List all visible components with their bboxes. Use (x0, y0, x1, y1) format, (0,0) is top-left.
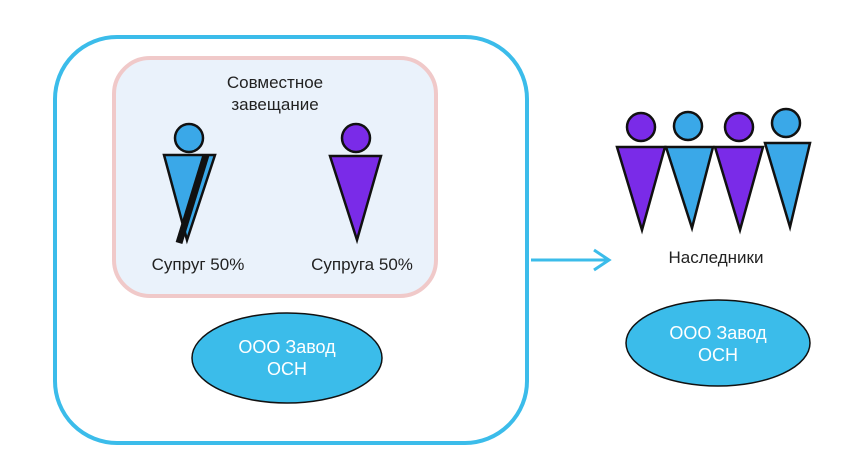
heir-figure-icon (763, 107, 812, 232)
company-ellipse-right (625, 299, 811, 387)
company-ellipse-left (191, 312, 383, 404)
joint-will-title: Совместное завещание (175, 72, 375, 116)
joint-will-title-line1: Совместное (226, 73, 324, 92)
heirs-label: Наследники (668, 248, 764, 267)
company-name-line2: ОСН (698, 345, 738, 365)
husband-figure-icon (162, 122, 217, 245)
wife-figure-icon (328, 122, 383, 245)
heir-figure-icon (664, 110, 715, 233)
joint-will-title-line2: завещание (231, 95, 319, 114)
company-label-left: ООО Завод ОСН (207, 336, 367, 380)
husband-share-label: Супруг 50% (151, 255, 245, 274)
heir-figure-icon (615, 111, 667, 235)
estate-frame (53, 35, 529, 445)
heir-figure-icon (713, 111, 765, 235)
company-label-right: ООО Завод ОСН (638, 322, 798, 366)
arrow-right-icon (531, 248, 612, 272)
wife-share-label: Супруга 50% (311, 255, 413, 274)
company-name-line1: ООО Завод (669, 323, 767, 343)
company-name-line2: ОСН (267, 359, 307, 379)
company-name-line1: ООО Завод (238, 337, 336, 357)
